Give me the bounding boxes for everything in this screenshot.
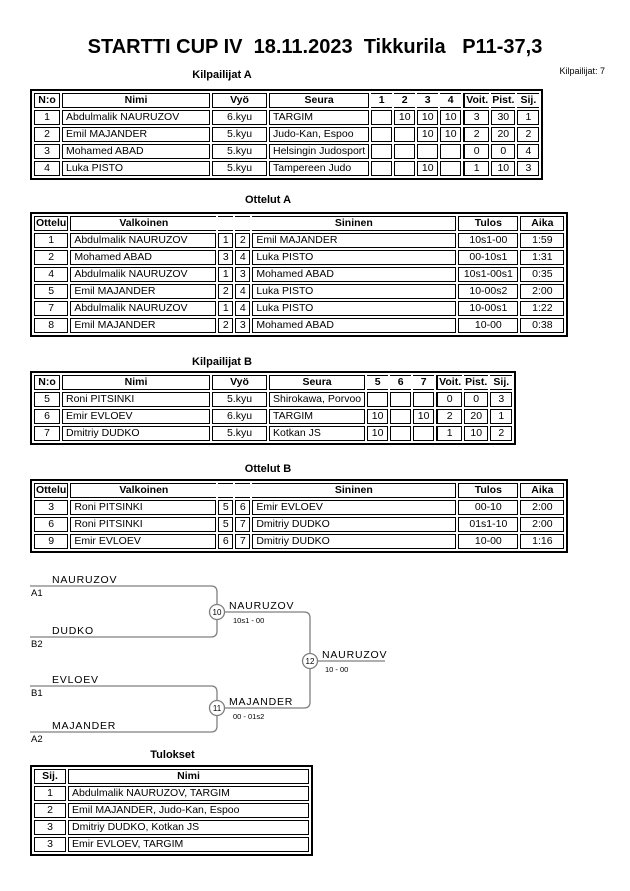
kilpailijat-b-table: N:o Nimi Vyö Seura 5 6 7 Voit. Pist. Sij… xyxy=(30,371,517,445)
participants-count: Kilpailijat: 7 xyxy=(559,66,605,76)
section-title-ottelut-a: Ottelut A xyxy=(244,194,292,206)
table-row: 2 Emil MAJANDER, Judo-Kan, Espoo xyxy=(34,803,309,818)
table-row: 6 Roni PITSINKI 5 7 Dmitriy DUDKO 01s1-1… xyxy=(34,517,565,532)
tournament-bracket: NAURUZOV A1 DUDKO B2 10 NAURUZOV 10s1 - … xyxy=(30,574,387,745)
table-row: 3 Emir EVLOEV, TARGIM xyxy=(34,837,309,852)
match-11-circle xyxy=(208,699,226,717)
bracket-match-score: 10 - 00 xyxy=(325,665,348,674)
match-12-circle xyxy=(301,652,319,670)
section-title-kilpailijat-b: Kilpailijat B xyxy=(192,356,252,368)
table-row: 9 Emir EVLOEV 6 7 Dmitriy DUDKO 10-00 1:… xyxy=(34,534,565,549)
table-row: 2 Mohamed ABAD 3 4 Luka PISTO 00-10s1 1:… xyxy=(34,250,565,265)
bracket-match-score: 00 - 01s2 xyxy=(233,712,264,721)
bracket-winner-name: MAJANDER xyxy=(229,696,293,708)
table-header-row: N:o Nimi Vyö Seura 1 2 3 4 Voit. Pist. S… xyxy=(34,93,540,108)
table-header-row: Ottelu Valkoinen Sininen Tulos Aika xyxy=(34,216,565,231)
match-number: 10 xyxy=(213,608,222,617)
table-row: 7 Dmitriy DUDKO 5.kyu Kotkan JS 10 1 10 … xyxy=(34,426,513,441)
table-row: 6 Emir EVLOEV 6.kyu TARGIM 10 10 2 20 1 xyxy=(34,409,513,424)
match-10-circle xyxy=(208,603,226,621)
section-title-tulokset: Tulokset xyxy=(150,749,195,761)
bracket-sf1-winner-line xyxy=(217,611,311,661)
bracket-winner-name: NAURUZOV xyxy=(229,600,294,612)
bracket-entry-name: NAURUZOV xyxy=(52,574,117,586)
table-row: 3 Dmitriy DUDKO, Kotkan JS xyxy=(34,820,309,835)
table-row: 7 Abdulmalik NAURUZOV 1 4 Luka PISTO 10-… xyxy=(34,301,565,316)
table-row: 8 Emil MAJANDER 2 3 Mohamed ABAD 10-00 0… xyxy=(34,318,565,333)
bracket-entry-name: DUDKO xyxy=(52,625,94,637)
table-row: 5 Emil MAJANDER 2 4 Luka PISTO 10-00s2 2… xyxy=(34,284,565,299)
table-row: 1 Abdulmalik NAURUZOV, TARGIM xyxy=(34,786,309,801)
tulokset-table: Sij. Nimi 1 Abdulmalik NAURUZOV, TARGIM … xyxy=(30,765,313,856)
section-title-kilpailijat-a: Kilpailijat A xyxy=(192,69,252,81)
table-row: 4 Luka PISTO 5.kyu Tampereen Judo 10 1 1… xyxy=(34,161,540,176)
bracket-match-score: 10s1 - 00 xyxy=(233,616,264,625)
bracket-entry-seed: B1 xyxy=(31,688,43,699)
table-row: 1 Abdulmalik NAURUZOV 6.kyu TARGIM 10 10… xyxy=(34,110,540,125)
bracket-entry-name: EVLOEV xyxy=(52,674,99,686)
table-row: 2 Emil MAJANDER 5.kyu Judo-Kan, Espoo 10… xyxy=(34,127,540,142)
section-title-ottelut-b: Ottelut B xyxy=(244,463,292,475)
table-header-row: Sij. Nimi xyxy=(34,769,309,784)
bracket-sf2-winner-line xyxy=(217,661,311,709)
bracket-entry-name: MAJANDER xyxy=(52,720,116,732)
table-row: 1 Abdulmalik NAURUZOV 1 2 Emil MAJANDER … xyxy=(34,233,565,248)
bracket-winner-name: NAURUZOV xyxy=(322,649,387,661)
table-row: 3 Mohamed ABAD 5.kyu Helsingin Judosport… xyxy=(34,144,540,159)
table-row: 3 Roni PITSINKI 5 6 Emir EVLOEV 00-10 2:… xyxy=(34,500,565,515)
bracket-entry-seed: A2 xyxy=(31,734,43,745)
table-row: 5 Roni PITSINKI 5.kyu Shirokawa, Porvoo … xyxy=(34,392,513,407)
page-title: STARTTI CUP IV 18.11.2023 Tikkurila P11-… xyxy=(87,36,543,58)
bracket-entry-seed: B2 xyxy=(31,639,43,650)
kilpailijat-a-table: N:o Nimi Vyö Seura 1 2 3 4 Voit. Pist. S… xyxy=(30,89,544,180)
match-number: 12 xyxy=(306,657,315,666)
bracket-entry-seed: A1 xyxy=(31,588,43,599)
table-row: 4 Abdulmalik NAURUZOV 1 3 Mohamed ABAD 1… xyxy=(34,267,565,282)
match-number: 11 xyxy=(213,704,222,713)
table-header-row: N:o Nimi Vyö Seura 5 6 7 Voit. Pist. Sij… xyxy=(34,375,513,390)
table-header-row: Ottelu Valkoinen Sininen Tulos Aika xyxy=(34,483,565,498)
ottelut-b-table: Ottelu Valkoinen Sininen Tulos Aika 3 Ro… xyxy=(30,479,569,553)
ottelut-a-table: Ottelu Valkoinen Sininen Tulos Aika 1 Ab… xyxy=(30,212,569,337)
